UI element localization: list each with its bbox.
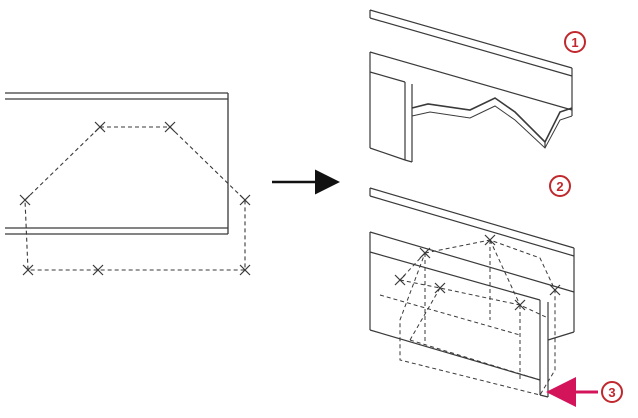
callout-label: 1 [571, 35, 578, 50]
cross-marker-icon [514, 299, 526, 311]
cross-marker-icon [434, 282, 446, 294]
cross-marker-icon [484, 234, 496, 246]
callout-1: 1 [564, 31, 586, 53]
result-beam-cut [369, 9, 573, 163]
cross-marker-icon [22, 264, 34, 276]
cross-marker-icon [239, 194, 251, 206]
left-sketch-polygon [24, 126, 246, 271]
callout-label: 2 [556, 179, 563, 194]
cross-marker-icon [239, 264, 251, 276]
cross-marker-icon [92, 264, 104, 276]
left-cross-markers [19, 121, 251, 276]
callout-label: 3 [608, 385, 615, 400]
cross-marker-icon [19, 194, 31, 206]
right-cross-markers [394, 234, 561, 311]
left-beam-elevation [5, 92, 229, 235]
dashed-cut-volume [379, 239, 556, 396]
callout-3: 3 [601, 381, 623, 403]
cross-marker-icon [94, 121, 106, 133]
callout-2: 2 [549, 175, 571, 197]
cross-marker-icon [394, 274, 406, 286]
cross-marker-icon [549, 284, 561, 296]
cross-marker-icon [164, 121, 176, 133]
cross-marker-icon [419, 247, 431, 259]
result-beam-polygon [369, 187, 575, 398]
